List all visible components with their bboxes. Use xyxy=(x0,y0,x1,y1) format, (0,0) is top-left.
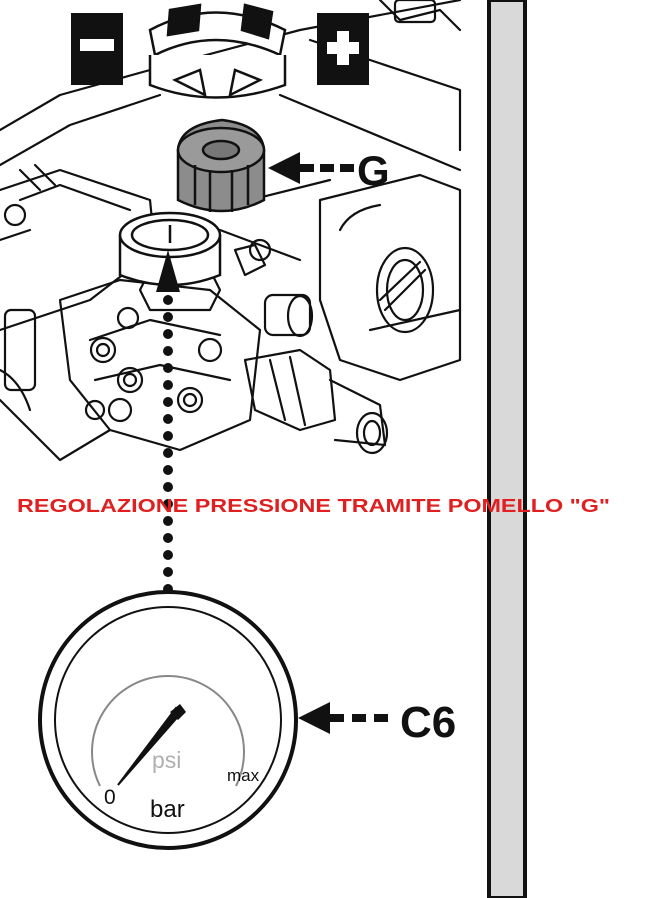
pressure-knob-g xyxy=(176,118,266,213)
gauge-callout-label: C6 xyxy=(400,698,456,747)
minus-icon xyxy=(71,13,123,85)
side-panel-bar xyxy=(487,0,527,898)
gauge-psi-label: psi xyxy=(152,747,181,773)
plus-icon xyxy=(317,13,369,85)
dashed-arrow-icon xyxy=(268,152,354,184)
pressure-gauge-c6 xyxy=(38,590,298,850)
gauge-zero-label: 0 xyxy=(104,786,116,809)
dotted-leader-line xyxy=(163,295,173,594)
caption: REGOLAZIONE PRESSIONE TRAMITE POMELLO "G… xyxy=(17,495,610,516)
pump-gauge xyxy=(118,211,222,287)
gauge-max-label: max xyxy=(227,766,260,785)
knob-callout-label: G xyxy=(357,147,390,194)
gauge-bar-label: bar xyxy=(150,796,185,823)
leader-arrowhead xyxy=(156,250,180,292)
dashed-arrow-icon xyxy=(298,702,388,734)
rotate-arrows-icon xyxy=(148,3,287,99)
